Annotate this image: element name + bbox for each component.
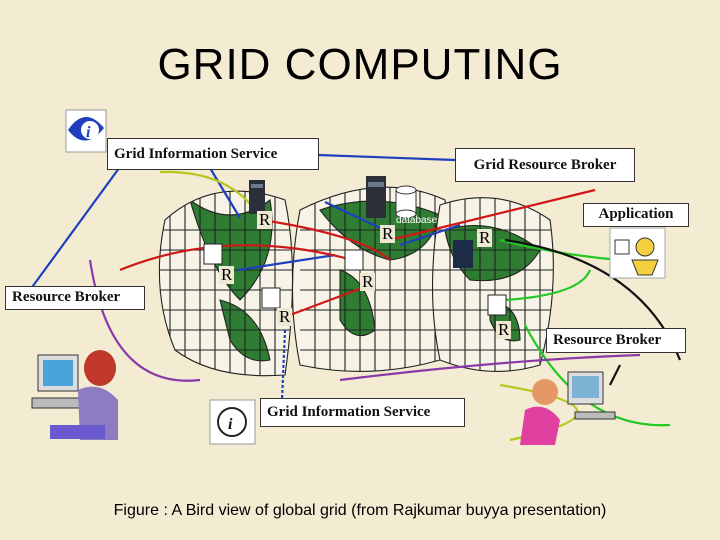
database-cylinder-icon xyxy=(395,185,417,219)
grid-resource-broker-box: Grid Resource Broker xyxy=(455,148,635,182)
resource-broker-box-left: Resource Broker xyxy=(5,286,145,310)
grid-information-service-box-bottom: Grid Information Service xyxy=(260,398,465,427)
resource-label: R xyxy=(496,320,512,339)
grid-information-service-box-top: Grid Information Service xyxy=(107,138,319,170)
server-tower-icon xyxy=(453,240,473,268)
application-box: Application xyxy=(583,203,689,227)
resource-label: R xyxy=(219,265,235,284)
person-at-computer-icon xyxy=(31,350,118,440)
resource-label: R xyxy=(477,228,493,247)
resource-label: R xyxy=(257,210,273,229)
info-icon: i xyxy=(209,399,256,445)
link-gis-to-rb-left xyxy=(29,159,126,291)
svg-text:i: i xyxy=(228,416,233,433)
resource-label: R xyxy=(360,272,376,291)
info-icon: i xyxy=(65,109,107,153)
person-at-computer-icon xyxy=(520,371,616,445)
application-clipart-icon xyxy=(609,227,666,279)
page-title: GRID COMPUTING xyxy=(157,40,563,89)
figure-caption: Figure : A Bird view of global grid (fro… xyxy=(113,502,607,519)
svg-text:i: i xyxy=(86,124,91,141)
server-tower-icon xyxy=(366,176,386,218)
database-label: database xyxy=(396,215,438,226)
resource-broker-box-right: Resource Broker xyxy=(546,328,686,353)
resource-label: R xyxy=(380,224,396,243)
resource-label: R xyxy=(277,307,293,326)
server-tower-icon xyxy=(249,180,265,214)
